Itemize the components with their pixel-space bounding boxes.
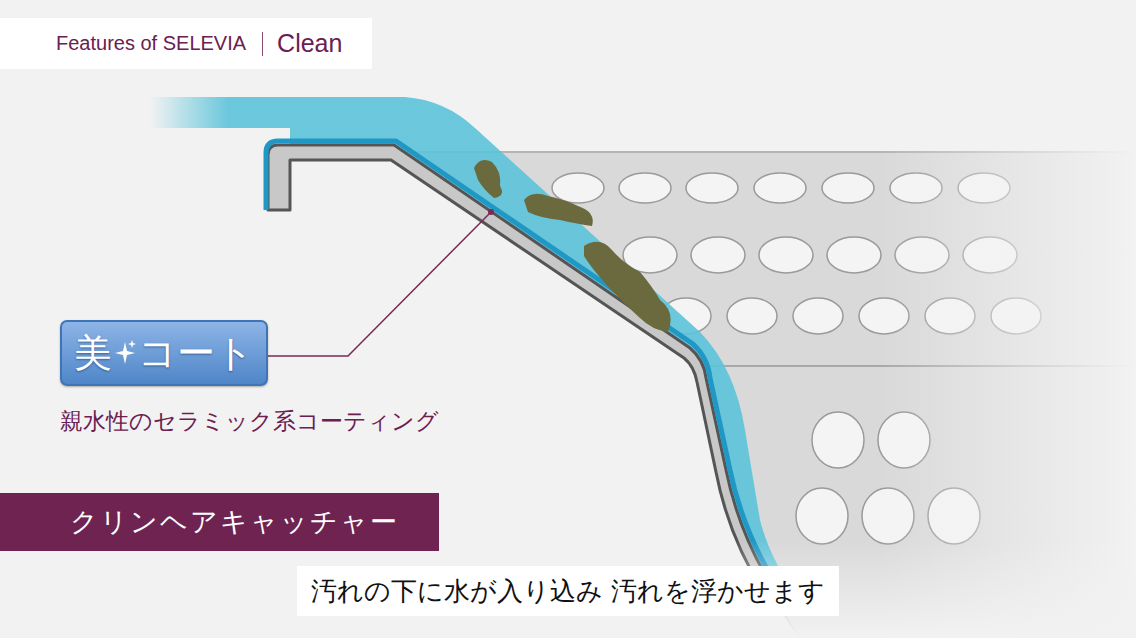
brand-title: Features of SELEVIA (56, 32, 246, 55)
badge-text: 美 (74, 328, 112, 379)
badge-text: コート (138, 328, 254, 379)
leader-line (246, 213, 490, 356)
subtitle-caption: 汚れの下に水が入り込み 汚れを浮かせます (297, 566, 839, 616)
section-name: Clean (277, 29, 342, 58)
band-text: クリンヘアキャッチャー (70, 504, 399, 540)
product-band: クリンヘアキャッチャー (0, 493, 439, 551)
sparkle-icon (114, 338, 136, 368)
separator (262, 32, 263, 56)
header-box: Features of SELEVIA Clean (0, 18, 372, 69)
coat-badge: 美コート (60, 320, 268, 386)
coating-description: 親水性のセラミック系コーティング (60, 406, 439, 437)
